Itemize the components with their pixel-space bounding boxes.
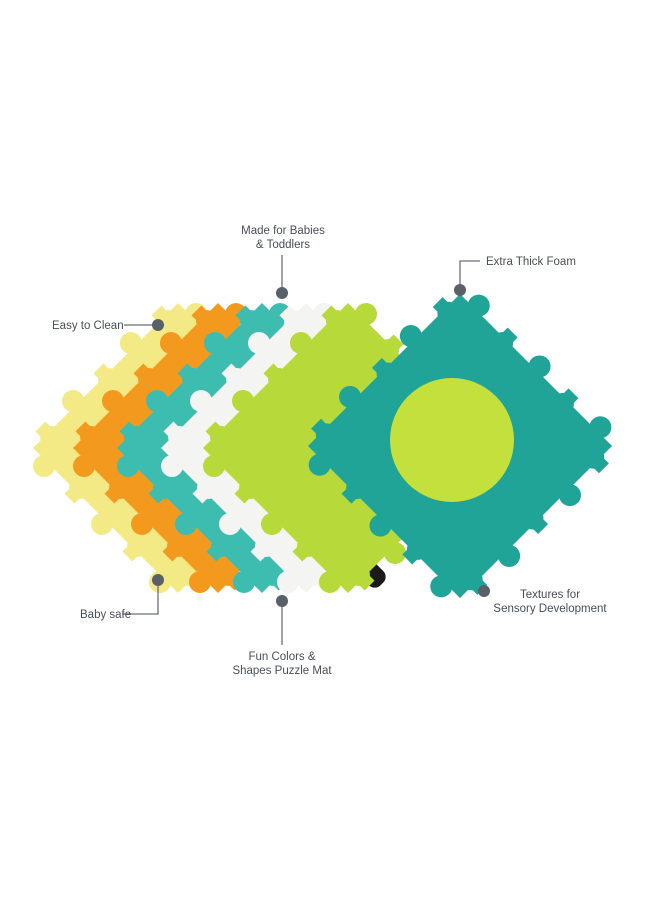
baby-safe-label: Baby safe xyxy=(80,609,132,621)
extra-thick-foam-label: Extra Thick Foam xyxy=(486,256,576,268)
fun-colors-label: Fun Colors & Shapes Puzzle Mat xyxy=(232,651,332,677)
made-for-babies-label: Made for Babies & Toddlers xyxy=(241,225,325,251)
made-for-babies-dot xyxy=(276,287,288,299)
easy-to-clean-label: Easy to Clean xyxy=(52,320,124,332)
textures-label: Textures for Sensory Development xyxy=(493,589,607,615)
baby-safe-leader xyxy=(122,582,159,615)
texture-circle xyxy=(390,378,514,502)
easy-to-clean-dot xyxy=(152,319,164,331)
baby-safe-dot xyxy=(152,574,164,586)
callout-markers xyxy=(122,255,490,645)
extra-thick-foam-dot xyxy=(454,284,466,296)
textures-dot xyxy=(478,585,490,597)
extra-thick-foam-leader xyxy=(459,260,480,288)
fun-colors-dot xyxy=(276,595,288,607)
foam-puzzle-mat xyxy=(28,290,616,602)
